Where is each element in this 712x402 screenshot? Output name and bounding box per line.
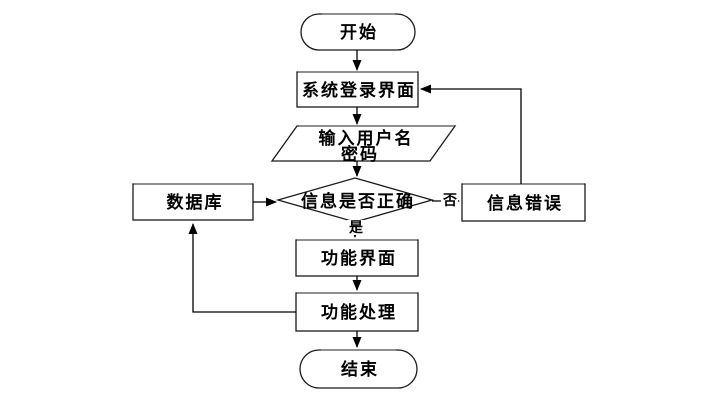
- arrow-error-to-login: [420, 84, 522, 184]
- error-label: 信息错误: [487, 193, 563, 214]
- database-label: 数据库: [167, 192, 224, 213]
- arrow-function-process-to-database: [188, 223, 296, 313]
- yes-label-back: [347, 220, 364, 235]
- start-label: 开始: [340, 22, 378, 43]
- error-node: [461, 183, 586, 222]
- function-ui-label: 功能界面: [321, 248, 397, 269]
- input-label-line2: 密码: [341, 144, 379, 165]
- decision-label: 信息是否正确: [301, 191, 415, 212]
- input-label-line1: 输入用户名: [319, 128, 414, 149]
- no-label-back: [441, 192, 458, 208]
- function-ui-node: [295, 239, 419, 277]
- end-label: 结束: [341, 359, 379, 380]
- login-node: [296, 71, 419, 108]
- no-edge-label: 否: [442, 193, 457, 209]
- login-label: 系统登录界面: [302, 80, 416, 101]
- yes-edge-label: 是: [349, 220, 364, 236]
- function-process-label: 功能处理: [321, 302, 397, 323]
